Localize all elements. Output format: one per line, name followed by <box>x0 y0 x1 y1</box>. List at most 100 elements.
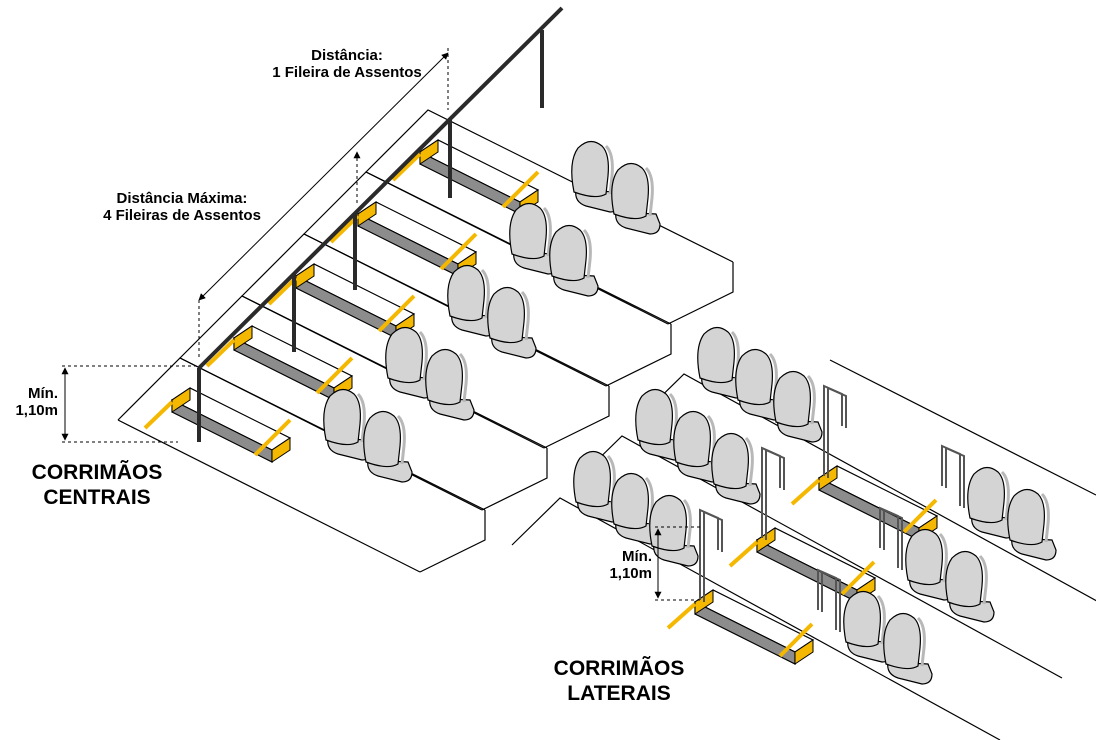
lat-right-seat-b-3 <box>1007 488 1057 561</box>
lateral-seat-rows <box>573 326 1057 685</box>
tier-riser-3 <box>543 386 610 449</box>
central-handrails-title: CORRIMÃOS CENTRAIS <box>22 460 172 510</box>
seat-shade <box>768 352 778 403</box>
seat-back <box>611 472 649 530</box>
tier-riser-5 <box>667 262 734 325</box>
seat-right-1 <box>363 410 413 483</box>
seat-back <box>967 466 1005 524</box>
lateral-handrails <box>699 384 965 632</box>
central-min-line1: Mín. <box>28 385 58 402</box>
step-yellow-right-1 <box>271 437 291 463</box>
lateral-title-line1: CORRIMÃOS <box>553 657 685 680</box>
tactile-line-a-3 <box>267 276 298 306</box>
central-title-line2: CENTRAIS <box>43 486 151 510</box>
distance-max-arrow <box>198 52 449 301</box>
seat-shade <box>644 476 654 527</box>
seat-left-1 <box>323 388 373 461</box>
tactile-line-b-2 <box>315 356 354 395</box>
seat-right-4 <box>549 224 599 297</box>
seat-back <box>649 494 687 552</box>
distance-max-line1: Distância Máxima: <box>116 190 248 207</box>
seat-shade <box>938 532 948 583</box>
seat-shade <box>876 594 886 645</box>
tier-riser-1 <box>419 510 486 573</box>
seat-back <box>945 550 983 608</box>
seat-back <box>611 162 649 220</box>
seat-shade <box>730 330 740 381</box>
tier-front-1 <box>117 419 421 573</box>
lat-tactile-b-1 <box>778 622 814 658</box>
tactile-line-a-5 <box>391 152 422 182</box>
seat-shade <box>1040 492 1050 543</box>
lat-tactile-a-1 <box>666 602 697 630</box>
central-title-line1: CORRIMÃOS <box>31 461 163 484</box>
lateral-min-height-label: Mín. 1,10m <box>596 548 652 583</box>
seat-shade <box>520 290 530 341</box>
lat-right-seat-a-1 <box>843 590 893 663</box>
lat-left-seat-c-2 <box>711 432 761 505</box>
seat-back <box>571 140 609 198</box>
tier-riser-2 <box>481 448 548 511</box>
seat-shade <box>582 228 592 279</box>
seat-shade <box>1000 470 1010 521</box>
seat-right-2 <box>425 348 475 421</box>
lat-left-seat-a-2 <box>635 388 685 461</box>
seat-back <box>447 264 485 322</box>
lateral-title-line2: LATERAIS <box>567 682 671 706</box>
lat-right-seat-b-2 <box>945 550 995 623</box>
tactile-line-a-2 <box>205 338 236 368</box>
central-seat-rows <box>323 140 661 483</box>
lat-right-seat-a-3 <box>967 466 1017 539</box>
tactile-line-b-1 <box>253 418 292 457</box>
seat-back <box>773 370 811 428</box>
lat-rail-left-1-0 <box>699 508 719 600</box>
seat-shade <box>480 268 490 319</box>
lat-left-seat-b-1 <box>611 472 661 545</box>
seat-right-5 <box>611 162 661 235</box>
distance-max-label: Distância Máxima: 4 Fileiras de Assentos <box>82 190 282 225</box>
seat-back <box>883 612 921 670</box>
step-yellow-left-1 <box>171 387 191 413</box>
lat-tier-edge-1 <box>511 497 1001 740</box>
seat-shade <box>978 554 988 605</box>
seat-back <box>363 410 401 468</box>
lat-rail-right-3-1 <box>945 446 965 508</box>
seat-back <box>573 450 611 508</box>
lat-rail-left-2-1 <box>765 448 785 540</box>
seat-shade <box>396 414 406 465</box>
seat-back <box>735 348 773 406</box>
step-yellow-left-2 <box>233 325 253 351</box>
seat-back <box>323 388 361 446</box>
lat-tactile-b-3 <box>902 498 938 534</box>
seat-back <box>425 348 463 406</box>
central-min-height-label: Mín. 1,10m <box>2 385 58 420</box>
seat-back <box>843 590 881 648</box>
seat-shade <box>706 414 716 465</box>
tactile-line-a-1 <box>143 400 174 430</box>
seat-shade <box>682 498 692 549</box>
seat-shade <box>606 454 616 505</box>
seat-back <box>487 286 525 344</box>
seat-back <box>673 410 711 468</box>
central-min-line2: 1,10m <box>15 402 58 420</box>
seat-shade <box>418 330 428 381</box>
distance-one-label: Distância: 1 Fileira de Assentos <box>262 47 432 82</box>
lat-right-seat-b-1 <box>883 612 933 685</box>
lat-left-seat-c-3 <box>773 370 823 443</box>
lat-rail-right-2-1 <box>883 508 903 570</box>
distance-max-line2: 4 Fileiras de Assentos <box>103 207 261 225</box>
seat-back <box>385 326 423 384</box>
lateral-min-line2: 1,10m <box>609 565 652 583</box>
lat-tactile-a-2 <box>728 540 759 568</box>
seat-shade <box>806 374 816 425</box>
lat-left-seat-b-2 <box>673 410 723 483</box>
lat-top-edge <box>829 359 1096 496</box>
lat-rail-left-1-1 <box>703 510 723 602</box>
seat-back <box>635 388 673 446</box>
seat-shade <box>916 616 926 667</box>
seat-shade <box>356 392 366 443</box>
seat-left-3 <box>447 264 497 337</box>
seat-back <box>711 432 749 490</box>
seat-right-3 <box>487 286 537 359</box>
